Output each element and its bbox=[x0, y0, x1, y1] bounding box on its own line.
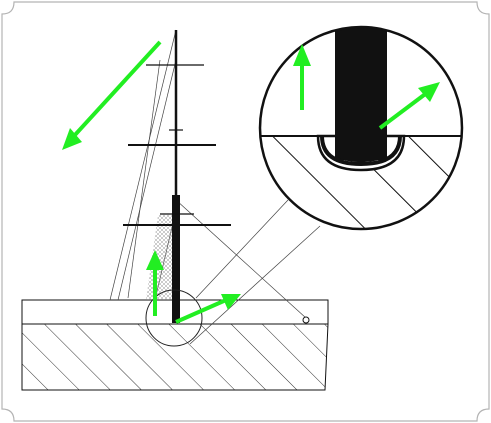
detail-marker-circle bbox=[145, 289, 203, 347]
hull-section bbox=[21, 323, 329, 391]
arrow-down-left-large bbox=[62, 40, 162, 150]
rigging-net bbox=[146, 215, 176, 300]
arrow-up-right-mast-base bbox=[175, 294, 241, 324]
stay-pulley bbox=[302, 316, 310, 324]
arrow-up-right-detail bbox=[378, 82, 440, 130]
detail-connector-lines bbox=[189, 199, 321, 345]
mast-step-detail bbox=[258, 25, 464, 231]
arrow-up-mast-base bbox=[146, 250, 164, 316]
force-arrows bbox=[62, 40, 440, 324]
mast-yards bbox=[123, 64, 231, 226]
arrow-up-detail bbox=[293, 44, 311, 110]
mast bbox=[172, 30, 180, 323]
